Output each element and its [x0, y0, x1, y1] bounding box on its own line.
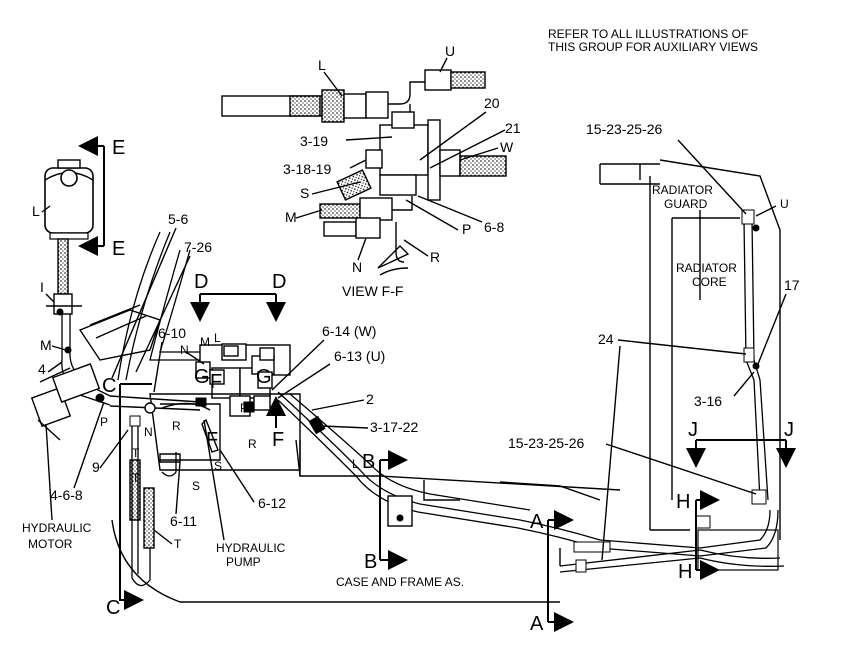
label-9: 9	[92, 459, 100, 475]
hyd-pump-line2: PUMP	[226, 555, 261, 569]
vff-label-6-8: 6-8	[484, 219, 504, 235]
label-L-filter: L	[32, 203, 40, 219]
frame-and-hoses	[111, 391, 785, 603]
label-P-left: P	[100, 415, 108, 429]
label-3-17-22: 3-17-22	[370, 419, 418, 435]
view-ff-drawing	[221, 69, 507, 276]
label-R-low: R	[172, 419, 181, 433]
section-E-bottom: E	[112, 238, 125, 260]
label-3-16: 3-16	[694, 393, 722, 409]
label-F-mid: F	[206, 429, 218, 451]
case-and-frame-label: CASE AND FRAME AS.	[336, 575, 464, 589]
label-M: M	[40, 337, 52, 353]
label-T-1: T	[132, 471, 140, 485]
label-T-hose: T	[132, 446, 140, 460]
label-L-pump: L	[214, 331, 221, 345]
label-5-6: 5-6	[168, 211, 188, 227]
label-15-23-25-26-low: 15-23-25-26	[508, 435, 584, 451]
label-T-2: T	[174, 537, 182, 551]
vff-label-3-18-19: 3-18-19	[283, 161, 331, 177]
label-G-left: G	[194, 366, 210, 388]
vff-label-P: P	[462, 221, 471, 237]
vff-label-M: M	[285, 209, 297, 225]
vff-label-21: 21	[505, 120, 521, 136]
label-6-12: 6-12	[258, 495, 286, 511]
label-F-top: F	[210, 371, 222, 393]
label-6-11: 6-11	[170, 513, 197, 529]
vff-label-N: N	[352, 259, 362, 275]
radiator-core-1: RADIATOR	[676, 261, 737, 275]
vff-label-U: U	[445, 43, 455, 59]
section-B-bottom: B	[364, 551, 377, 573]
label-7-26: 7-26	[184, 239, 212, 255]
vff-label-S: S	[300, 185, 309, 201]
section-E-top: E	[112, 137, 125, 159]
section-J-right: J	[784, 419, 794, 441]
label-L-frame: L	[352, 457, 359, 471]
vff-label-R: R	[430, 249, 440, 265]
hyd-motor-line2: MOTOR	[28, 537, 73, 551]
label-4-6-8: 4-6-8	[50, 487, 83, 503]
section-H-bottom: H	[678, 561, 692, 583]
engine-motor-area	[30, 304, 161, 441]
label-24: 24	[598, 331, 614, 347]
hyd-pump-line1: HYDRAULIC	[216, 541, 286, 555]
vff-label-L: L	[318, 57, 326, 73]
vff-label-3-19: 3-19	[300, 133, 328, 149]
section-A-top: A	[530, 511, 544, 533]
label-6-10: 6-10	[158, 325, 186, 341]
label-S-low: S	[192, 479, 200, 493]
vff-label-20: 20	[484, 95, 500, 111]
label-15-23-25-26-top: 15-23-25-26	[586, 121, 662, 137]
view-ff-title: VIEW F-F	[342, 283, 403, 299]
section-J-left: J	[688, 419, 698, 441]
hyd-motor-line1: HYDRAULIC	[22, 521, 92, 535]
note-line-1: REFER TO ALL ILLUSTRATIONS OF	[548, 27, 748, 41]
radiator-guard-1: RADIATOR	[652, 183, 713, 197]
label-6-13u: 6-13 (U)	[334, 348, 385, 364]
label-N-low: N	[144, 425, 153, 439]
section-D-right: D	[272, 271, 286, 293]
section-C-top: C	[102, 375, 116, 397]
radiator-core-2: CORE	[692, 275, 727, 289]
label-M-pump: M	[200, 335, 210, 349]
vff-label-W: W	[500, 139, 514, 155]
label-4: 4	[38, 361, 46, 377]
label-G-right: G	[256, 366, 272, 388]
rad-label-U: U	[780, 197, 789, 211]
radiator-guard-2: GUARD	[664, 197, 708, 211]
note-line-2: THIS GROUP FOR AUXILIARY VIEWS	[548, 40, 758, 54]
label-P-mid: P	[240, 401, 248, 415]
section-H-top: H	[676, 491, 690, 513]
label-2: 2	[366, 391, 374, 407]
label-17: 17	[784, 277, 800, 293]
label-R-mid: R	[248, 437, 257, 451]
section-C-bottom: C	[106, 597, 120, 619]
section-D-left: D	[194, 271, 208, 293]
section-A-bottom: A	[530, 613, 544, 635]
label-I: I	[40, 279, 44, 295]
label-F-right: F	[272, 429, 284, 451]
label-N: N	[180, 343, 189, 357]
section-B-top: B	[362, 451, 375, 473]
label-6-14w: 6-14 (W)	[322, 323, 376, 339]
label-S-mid: S	[214, 459, 222, 473]
